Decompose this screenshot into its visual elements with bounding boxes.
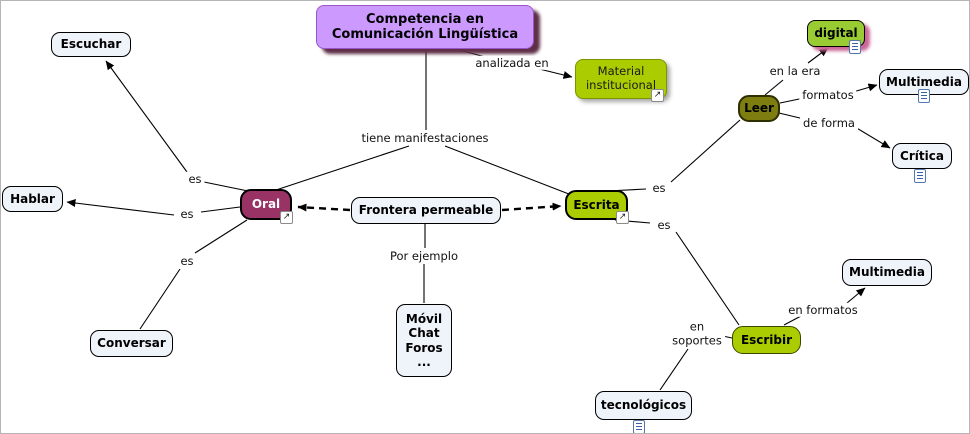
external-link-icon[interactable]: ↗ — [616, 211, 629, 224]
link-label-es-leer: es — [649, 180, 669, 196]
node-label: tecnológicos — [600, 398, 687, 413]
link-label-formatos: formatos — [799, 87, 857, 103]
node-escribir[interactable]: Escribir — [732, 326, 801, 354]
link-label-en-formatos: en formatos — [785, 302, 861, 318]
node-label: Multimedia — [886, 74, 962, 89]
external-link-icon[interactable]: ↗ — [280, 211, 293, 224]
node-multimedia-escribir[interactable]: Multimedia — [842, 259, 932, 286]
node-digital[interactable]: digital — [807, 20, 865, 54]
link-label-en-la-era: en la era — [766, 63, 824, 79]
link-label-de-forma: de forma — [800, 115, 858, 131]
link-label-analizada-en: analizada en — [472, 55, 552, 71]
link-label-es-conversar: es — [177, 253, 197, 269]
link-label-es-hablar: es — [177, 206, 197, 222]
node-multimedia-leer[interactable]: Multimedia — [879, 69, 969, 103]
node-competencia[interactable]: Competencia en Comunicación Lingüística — [316, 5, 534, 49]
node-critica[interactable]: Crítica — [892, 143, 952, 183]
node-label: Crítica — [900, 148, 944, 163]
document-icon[interactable] — [849, 40, 861, 54]
node-label: Oral — [251, 197, 281, 212]
node-label: Material institucional — [585, 64, 657, 92]
node-label: digital — [814, 26, 858, 41]
link-label-tiene-manifestaciones: tiene manifestaciones — [358, 130, 492, 146]
document-icon[interactable] — [918, 89, 930, 103]
node-material-institucional[interactable]: Material institucional ↗ — [575, 59, 667, 102]
external-link-icon[interactable]: ↗ — [651, 89, 664, 102]
document-icon[interactable] — [632, 420, 645, 433]
node-escrita[interactable]: Escrita ↗ — [565, 190, 629, 224]
node-conversar[interactable]: Conversar — [90, 330, 173, 357]
document-icon[interactable] — [914, 169, 926, 183]
link-label-es-escuchar: es — [185, 171, 205, 187]
node-oral[interactable]: Oral ↗ — [240, 189, 293, 224]
link-label-es-escribir: es — [654, 217, 674, 233]
node-leer[interactable]: Leer — [738, 95, 780, 122]
node-label: Escrita — [573, 197, 620, 212]
node-hablar[interactable]: Hablar — [2, 186, 63, 212]
node-frontera-permeable[interactable]: Frontera permeable — [351, 197, 501, 224]
node-movil-chat-foros[interactable]: Móvil Chat Foros ... — [396, 304, 452, 377]
link-label-en-soportes: en soportes — [669, 319, 725, 349]
node-tecnologicos[interactable]: tecnológicos — [595, 391, 692, 433]
link-label-por-ejemplo: Por ejemplo — [386, 248, 462, 264]
node-escuchar[interactable]: Escuchar — [51, 32, 131, 57]
